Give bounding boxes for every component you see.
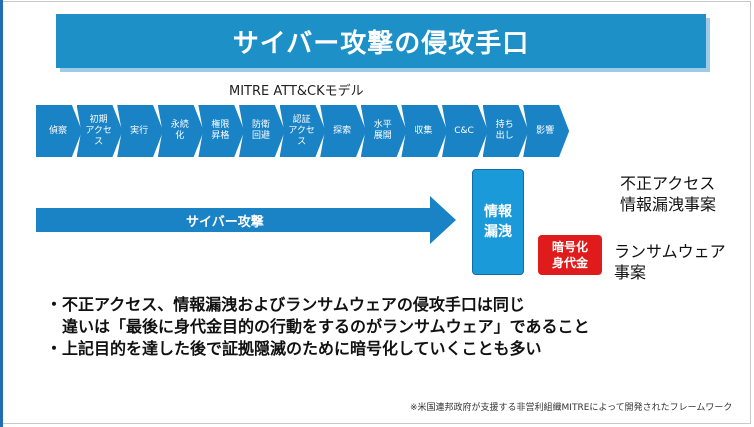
attack-arrow-shaft bbox=[36, 208, 432, 232]
attack-arrow: サイバー攻撃 bbox=[36, 196, 456, 244]
tactic-chevron: 初期 アクセ ス bbox=[76, 105, 123, 157]
attack-arrow-head bbox=[430, 196, 456, 244]
model-label: MITRE ATT&CKモデル bbox=[229, 84, 364, 99]
tactic-chevron: 探索 bbox=[320, 105, 367, 157]
tactic-chevron: 影響 bbox=[523, 105, 570, 157]
tactic-chevron: 認証 アクセ ス bbox=[279, 105, 326, 157]
tactic-label: 収集 bbox=[414, 125, 433, 136]
bullet-line: ・上記目的を達した後で証拠隠滅のために暗号化していくことも多い bbox=[46, 339, 542, 358]
tactic-label: 認証 アクセ ス bbox=[288, 114, 315, 147]
tactic-label: 防衛 回避 bbox=[251, 120, 270, 141]
tactic-chevrons: 偵察 初期 アクセ ス 実行 永続 化 権限 昇格 防衛 回避認証 アクセ ス 探索 水平 展… bbox=[36, 105, 570, 157]
left-decoration bbox=[0, 0, 38, 427]
footnote: ※米国連邦政府が支援する非営利組織MITREによって開発されたフレームワーク bbox=[410, 403, 733, 413]
tactic-chevron: 持ち 出し bbox=[482, 105, 529, 157]
unauth-access-label: 不正アクセス 情報漏洩事案 bbox=[620, 174, 717, 214]
ransomware-label: ランサムウェア 事案 bbox=[614, 242, 726, 282]
title-band: サイバー攻撃の侵攻手口 bbox=[56, 14, 706, 68]
bullet-line: ・不正アクセス、情報漏洩およびランサムウェアの侵攻手口は同じ bbox=[46, 295, 525, 314]
tactic-label: 永続 化 bbox=[170, 120, 189, 141]
slide-title: サイバー攻撃の侵攻手口 bbox=[232, 28, 530, 59]
leak-box: 情報 漏洩 bbox=[472, 169, 524, 275]
tactic-label: 実行 bbox=[130, 125, 149, 136]
tactic-chevron: 水平 展開 bbox=[360, 105, 407, 157]
attack-arrow-label: サイバー攻撃 bbox=[186, 215, 264, 230]
tactic-label: 権限 昇格 bbox=[211, 120, 230, 141]
tactic-chevron: C&C bbox=[442, 105, 488, 157]
tactic-label: 偵察 bbox=[48, 125, 67, 136]
tactic-label: 初期 アクセ ス bbox=[85, 114, 112, 147]
tactic-label: 水平 展開 bbox=[373, 120, 392, 141]
bullet-line: 違いは「最後に身代金目的の行動をするのがランサムウェア」であること bbox=[46, 317, 590, 336]
ransom-box-label: 暗号化 身代金 bbox=[551, 240, 588, 270]
tactic-chevron: 収集 bbox=[401, 105, 448, 157]
tactic-chevron: 権限 昇格 bbox=[198, 105, 245, 157]
tactic-label: 持ち 出し bbox=[495, 120, 514, 141]
left-stripe bbox=[0, 0, 3, 427]
tactic-chevron: 永続 化 bbox=[157, 105, 204, 157]
leak-box-label: 情報 漏洩 bbox=[484, 204, 512, 240]
tactic-chevron: 防衛 回避 bbox=[239, 105, 285, 157]
tactic-chevron: 実行 bbox=[117, 105, 164, 157]
tactic-chevron: 偵察 bbox=[36, 105, 82, 157]
tactic-label: C&C bbox=[454, 125, 474, 136]
ransom-box: 暗号化 身代金 bbox=[538, 235, 602, 275]
bullet-list: ・不正アクセス、情報漏洩およびランサムウェアの侵攻手口は同じ 違いは「最後に身代… bbox=[46, 294, 746, 360]
tactic-label: 影響 bbox=[536, 125, 555, 136]
tactic-label: 探索 bbox=[333, 125, 352, 136]
